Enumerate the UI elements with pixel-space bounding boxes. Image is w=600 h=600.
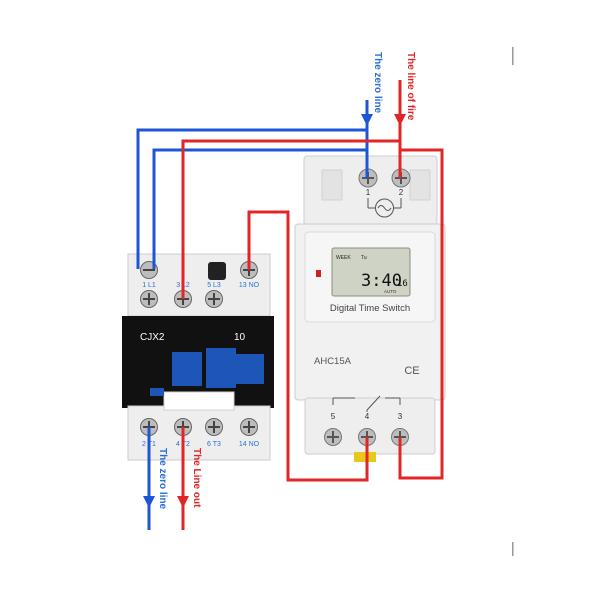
- arrow-zero-out-icon: [143, 496, 155, 508]
- lcd-mode: AUTO: [384, 289, 397, 294]
- timer-bottom-terminal-5: 5: [331, 412, 336, 421]
- label-fire-in: The line of fire: [405, 52, 416, 121]
- lcd-week: WEEK: [336, 255, 351, 261]
- contactor-bottom-screw-3: [205, 418, 223, 436]
- wire-coil-control: [247, 210, 369, 482]
- label-zero-out: The zero line: [157, 448, 168, 510]
- label-line-out: The Line out: [191, 448, 202, 508]
- lcd-time: 3:40: [361, 271, 402, 291]
- timer-top-terminal-1: 1: [366, 188, 371, 197]
- wire-zero-bridge-inner: [152, 148, 367, 269]
- contactor-bottom-terminal-4: 14 NO: [239, 441, 260, 448]
- timer-bottom-screw-5: [324, 428, 342, 446]
- din-clip: [354, 452, 376, 462]
- relay-contact-icon: [332, 395, 401, 412]
- ce-mark: CE: [404, 365, 419, 377]
- arrow-zero-in-icon: [361, 114, 373, 126]
- arrow-fire-in-icon: [394, 114, 406, 126]
- timer-top-terminal-2: 2: [399, 188, 404, 197]
- edge-mark-bottom: [512, 542, 514, 556]
- contactor-top-indicator: [208, 262, 226, 280]
- contactor-top-terminal-1: 1 L1: [142, 282, 156, 289]
- arrow-line-out-icon: [177, 496, 189, 508]
- wire-zero-bridge-outer: [136, 128, 367, 269]
- contactor-bottom-terminal-3: 6 T3: [207, 441, 221, 448]
- contactor-blue-block-mid: [206, 348, 236, 388]
- contactor-cjx2: CJX2 10 1 L1 3 L2 5 L3 13 NO 2 T1 4 T2 6…: [122, 253, 274, 461]
- edge-mark-top: [512, 47, 514, 65]
- label-zero-in: The zero line: [372, 52, 383, 114]
- contactor-top-terminal-4: 13 NO: [239, 282, 260, 289]
- contactor-bottom-screw-4: [240, 418, 258, 436]
- wire-fire-bridge: [398, 148, 444, 480]
- contactor-top-screw-1: [140, 290, 158, 308]
- wire-fire-to-l2: [181, 139, 400, 299]
- contactor-top-terminal-3: 5 L3: [207, 282, 221, 289]
- timer-model: AHC15A: [314, 356, 352, 367]
- contactor-top-screw-3: [205, 290, 223, 308]
- timer-led: [316, 270, 321, 277]
- timer-title: Digital Time Switch: [330, 303, 410, 314]
- lcd-day: Tu: [361, 255, 367, 261]
- timer-bottom-terminal-3: 3: [398, 412, 403, 421]
- timer-lcd: WEEK Tu 3:40 16 AUTO: [331, 247, 411, 297]
- contactor-blue-block-right: [236, 354, 264, 384]
- lcd-seconds: 16: [397, 279, 408, 289]
- contactor-rating: 10: [234, 332, 246, 343]
- contactor-blue-block-left: [172, 352, 202, 386]
- ac-supply-icon: [367, 198, 402, 218]
- digital-time-switch: 1 2 WEEK Tu 3:40 16 AUTO Digital Time Sw…: [294, 155, 446, 462]
- contactor-model: CJX2: [140, 332, 165, 343]
- timer-bottom-terminal-4: 4: [365, 412, 370, 421]
